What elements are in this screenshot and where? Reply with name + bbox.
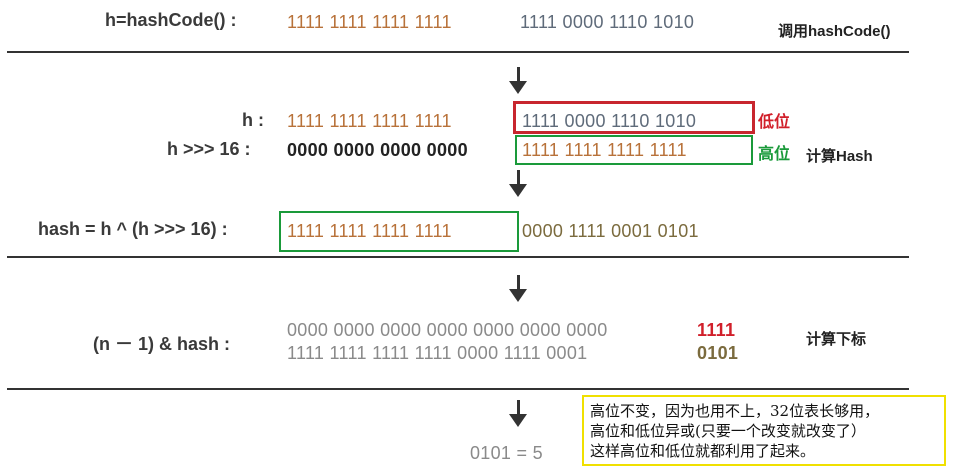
- mask-bits-tail: 1111: [697, 320, 736, 340]
- low-bits-label: 低位: [758, 112, 791, 131]
- index-result: 0101 = 5: [470, 443, 543, 463]
- shift-bits-low: 1111 1111 1111 1111: [522, 140, 687, 160]
- callout-line-1: 高位不变，因为也用不上，32位表长够用，: [590, 402, 880, 420]
- divider-1: [7, 51, 909, 53]
- hash-label: hash = h ^ (h >>> 16) :: [38, 219, 228, 239]
- note-call-hashcode: 调用hashCode(): [778, 23, 891, 40]
- explanation-callout: 高位不变，因为也用不上，32位表长够用， 高位和低位异或(只要一个改变就改变了）…: [582, 395, 946, 466]
- hashcode-bits-low: 1111 0000 1110 1010: [520, 12, 695, 32]
- h-bits-low: 1111 0000 1110 1010: [522, 111, 697, 131]
- note-compute-index: 计算下标: [806, 331, 867, 348]
- note-compute-hash: 计算Hash: [806, 148, 873, 165]
- callout-line-3: 这样高位和低位就都利用了起来。: [590, 442, 816, 460]
- high-bits-box: [515, 135, 753, 165]
- high-bits-label: 高位: [758, 144, 791, 163]
- callout-line-2: 高位和低位异或(只要一个改变就改变了）: [590, 422, 866, 440]
- hash-bits-low: 0000 1111 0001 0101: [522, 221, 699, 241]
- hash-bits-line: 1111 1111 1111 1111 0000 1111 0001: [287, 343, 588, 363]
- divider-3: [7, 388, 909, 390]
- shift-bits-high: 0000 0000 0000 0000: [287, 140, 468, 160]
- hash-bits-tail: 0101: [697, 343, 739, 363]
- hashcode-label: h=hashCode() :: [105, 10, 237, 30]
- divider-2: [7, 256, 909, 258]
- hashcode-bits-high: 1111 1111 1111 1111: [287, 12, 452, 32]
- shift-label: h >>> 16 :: [167, 139, 251, 159]
- low-bits-box: [513, 101, 755, 134]
- mask-bits: 0000 0000 0000 0000 0000 0000 0000: [287, 320, 608, 340]
- index-label: (n － 1) & hash :: [93, 334, 231, 354]
- h-label: h :: [242, 110, 264, 130]
- h-bits-high: 1111 1111 1111 1111: [287, 111, 452, 131]
- hash-bits-high: 1111 1111 1111 1111: [287, 221, 452, 241]
- hash-high-bits-box: [279, 211, 519, 252]
